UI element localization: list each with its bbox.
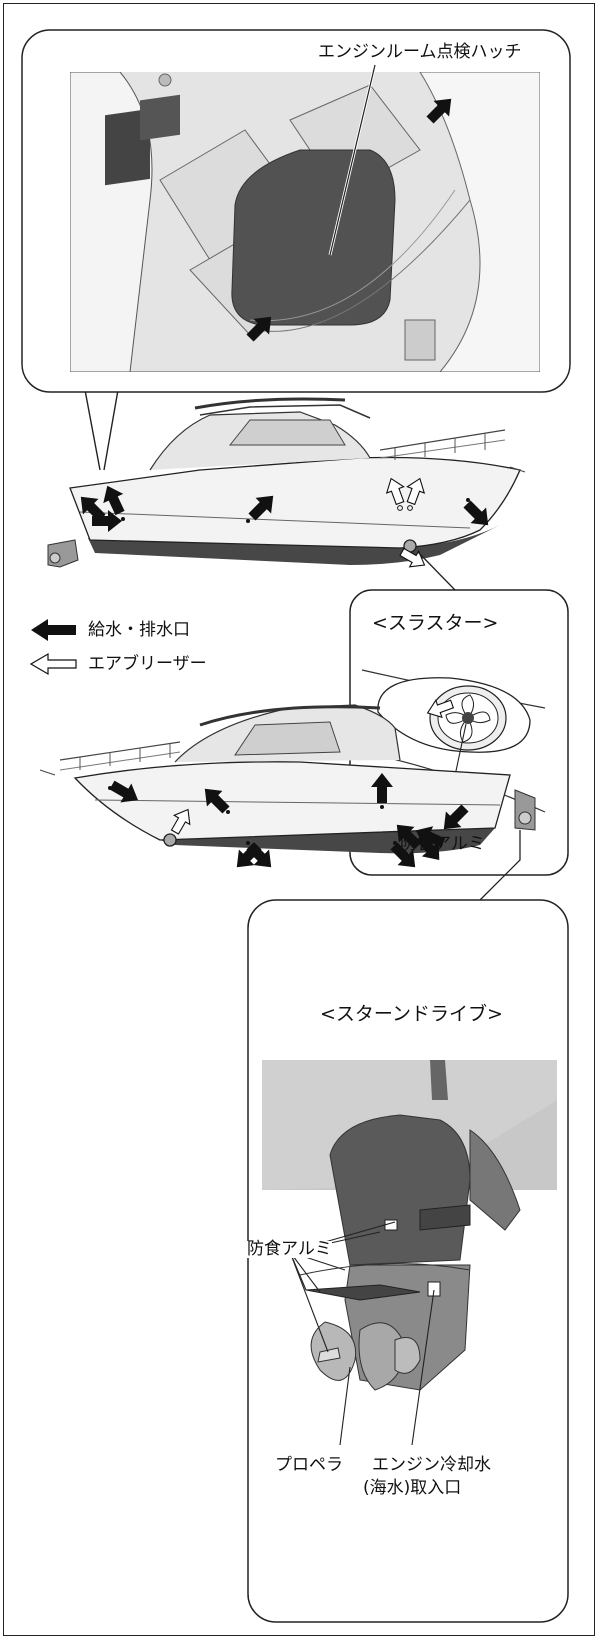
sterndrive-illustration	[262, 1060, 557, 1391]
thruster-callout	[349, 551, 569, 876]
propeller-label: プロペラ	[275, 1455, 343, 1475]
water-port-arrow	[426, 98, 452, 124]
air-breather-arrow-lower	[170, 808, 191, 835]
boat-side-view-upper	[47, 397, 526, 568]
hatch-callout-pointer	[84, 389, 119, 471]
page-frame	[3, 3, 595, 1636]
thruster-title: <スラスター>	[372, 612, 499, 634]
deck-illustration	[70, 72, 540, 372]
legend-water-port-label: 給水・排水口	[88, 620, 190, 640]
sterndrive-title: <スターンドライブ>	[320, 1003, 503, 1025]
hatch-callout	[21, 29, 571, 471]
legend-water-port-icon	[31, 619, 76, 641]
sterndrive-callout	[247, 830, 569, 1623]
thruster-anode-label: 防食アルミ	[400, 834, 485, 854]
thruster-port-lower	[163, 833, 177, 847]
water-port-arrow	[246, 316, 272, 342]
propeller-leader	[339, 1366, 351, 1446]
water-port-arrows-upper	[80, 485, 489, 532]
legend-air-breather-label: エアブリーザー	[88, 654, 207, 674]
intake-leader	[411, 1289, 435, 1446]
intake-label-line2: (海水)取入口	[363, 1478, 462, 1498]
hatch-label: エンジンルーム点検ハッチ	[318, 42, 522, 62]
sterndrive-anode-label: 防食アルミ	[247, 1239, 332, 1259]
intake-label-line1: エンジン冷却水	[372, 1455, 491, 1475]
thruster-anode	[462, 712, 474, 724]
water-port-arrows-lower	[109, 773, 469, 868]
legend-air-breather-icon	[29, 652, 77, 676]
